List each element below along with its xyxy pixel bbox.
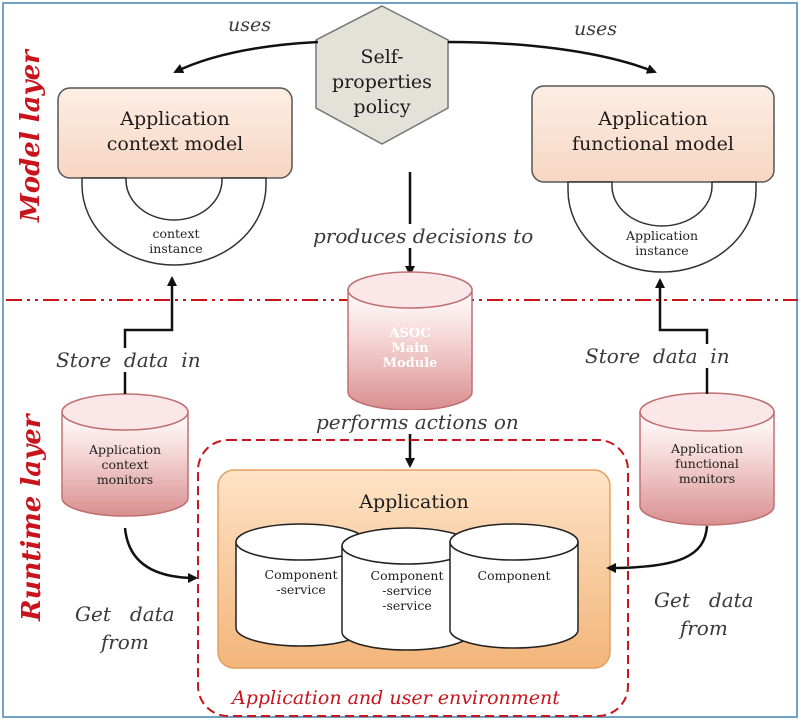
asoc-label: ASOC Main Module (382, 326, 438, 371)
context-instance-arch (81, 177, 267, 266)
context-instance-label: context instance (149, 226, 203, 256)
store-left-label: Store data in (56, 348, 201, 372)
context-monitors-cylinder (61, 393, 189, 517)
runtime-layer-label: Runtime layer (17, 414, 47, 621)
uses-left-label: uses (228, 14, 271, 36)
store-right-label: Store data in (585, 344, 730, 368)
uses-right-label: uses (574, 18, 617, 40)
store-left-arrow (123, 276, 177, 394)
get-right-label: Get data from (654, 588, 754, 640)
component-cylinder-3 (449, 523, 579, 649)
functional-monitors-label: Application functional monitors (670, 441, 744, 486)
model-layer-label: Model layer (16, 50, 46, 222)
functional-model-box (531, 85, 775, 183)
functional-instance-arch (567, 181, 757, 273)
context-monitors-label: Application context monitors (88, 442, 162, 487)
component-label-2: Component -service -service (370, 568, 444, 613)
get-left-label: Get data from (75, 602, 175, 654)
uses-right-arrow (447, 40, 657, 74)
functional-model-title: Application functional model (572, 108, 734, 155)
functional-instance-label: Application instance (625, 228, 699, 258)
policy-hexagon (315, 5, 449, 145)
performs-label: performs actions on (316, 410, 519, 434)
functional-monitors-cylinder (639, 392, 775, 526)
component-label-1: Component -service (264, 567, 338, 597)
application-title: Application (359, 491, 469, 513)
component-label-3: Component (477, 568, 551, 583)
context-model-title: Application context model (106, 108, 244, 155)
uses-left-arrow (173, 40, 319, 74)
asoc-cylinder (347, 271, 473, 411)
component-cylinder-1 (235, 523, 367, 647)
environment-label: Application and user environment (232, 687, 560, 709)
diagram-frame (2, 2, 798, 718)
produces-label: produces decisions to (313, 224, 534, 248)
get-left-arrow (123, 527, 198, 583)
store-right-arrow (655, 278, 709, 394)
environment-box (197, 439, 629, 717)
policy-label: Self- properties policy (332, 46, 432, 118)
component-cylinder-2 (341, 527, 473, 651)
context-model-box (57, 87, 293, 179)
get-right-arrow (606, 525, 709, 573)
